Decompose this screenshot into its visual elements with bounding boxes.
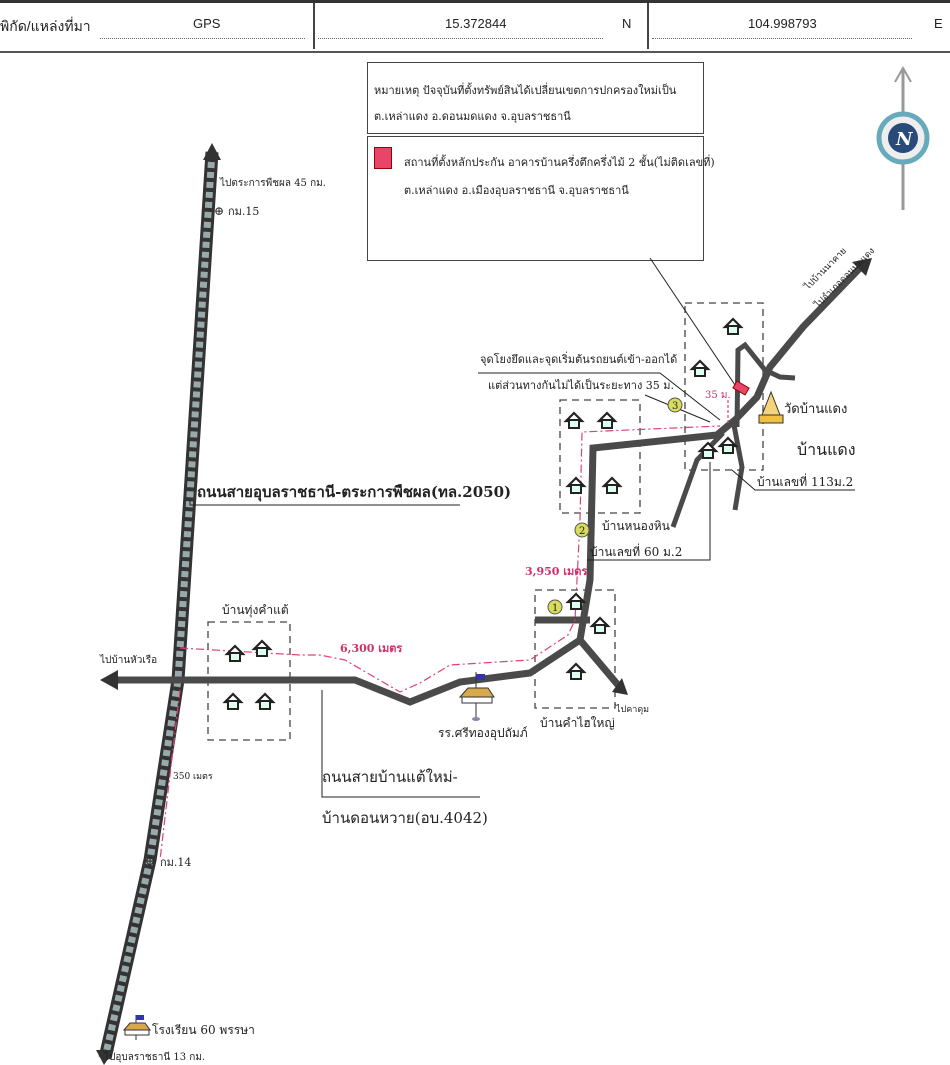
- label-access-1: จุดโยงยึดและจุดเริ่มต้นรถยนต์เข้า-ออกได้: [480, 351, 677, 366]
- houses: [223, 317, 743, 711]
- label-school-60: โรงเรียน 60 พรรษา: [152, 1023, 255, 1037]
- route-marker-1: [547, 599, 563, 615]
- label-dist-3950: 3,950 เมตร: [525, 565, 587, 578]
- label-dist-35: 35 ม.: [705, 390, 731, 401]
- house-icon: [690, 359, 710, 378]
- arrow-kadum-icon: [612, 678, 628, 695]
- label-local-road-1: ถนนสายบ้านแต้ใหม่-: [322, 768, 458, 786]
- divider: [313, 3, 315, 49]
- house-icon: [223, 692, 243, 711]
- collateral-legend-swatch: [374, 147, 392, 169]
- coordinates-label: พิกัด/แหล่งที่มา: [0, 18, 91, 34]
- label-dist-350: 350 เมตร: [173, 772, 213, 782]
- house-icon: [718, 436, 738, 455]
- route-marker-2: [574, 522, 590, 538]
- label-to-ubon: ไปอุบลราชธานี 13 กม.: [103, 1051, 205, 1063]
- label-to-trakan: ไปตระการพืชผล 45 กม.: [219, 177, 326, 189]
- label-to-kadum: ไปคาดุม: [615, 704, 649, 715]
- compass-icon: N: [876, 65, 930, 210]
- longitude-value: 104.998793: [748, 16, 817, 31]
- legend-box: สถานที่ตั้งหลักประกัน อาคารบ้านครึ่งตึกค…: [367, 136, 715, 261]
- label-school-srithong: รร.ศรีทองอุปถัมภ์: [438, 726, 528, 741]
- km-post-icon: ⊕: [214, 204, 224, 218]
- label-km14: กม.14: [160, 856, 191, 869]
- arrow-north-icon: [203, 143, 221, 160]
- label-km15: กม.15: [228, 205, 259, 218]
- dotted-line: [652, 38, 912, 39]
- label-dist-6300: 6,300 เมตร: [340, 642, 402, 655]
- compass-north-label: N: [895, 129, 914, 150]
- road-loop: [734, 341, 796, 428]
- dotted-line: [100, 38, 305, 39]
- divider: [647, 3, 649, 49]
- route-line-350: [159, 689, 181, 861]
- house-icon: [602, 476, 622, 495]
- village-box-nong-hin: [559, 399, 641, 514]
- house-icon: [566, 476, 586, 495]
- label-to-hua-ruea: ไปบ้านหัวเรือ: [99, 654, 157, 666]
- longitude-suffix: E: [934, 16, 943, 31]
- label-local-road-2: บ้านดอนหวาย(อบ.4042): [322, 809, 488, 827]
- legend-line-1: สถานที่ตั้งหลักประกัน อาคารบ้านครึ่งตึกค…: [404, 156, 715, 169]
- house-icon: [723, 317, 743, 336]
- house-icon: [566, 662, 586, 681]
- road-to-kadum: [577, 637, 621, 688]
- label-wat-ban-daeng: วัดบ้านแดง: [784, 402, 847, 417]
- arrow-west-icon: [100, 670, 118, 690]
- school-srithong-icon: [458, 672, 495, 721]
- house-icon: [255, 692, 275, 711]
- remark-line-1: หมายเหตุ ปัจจุบันที่ตั้งทรัพย์สินได้เปลี…: [374, 84, 677, 97]
- village-boundaries: [207, 302, 764, 741]
- route-marker-3-label: 3: [672, 401, 678, 412]
- coordinates-header: พิกัด/แหล่งที่มา GPS 15.372844 N 104.998…: [0, 0, 950, 53]
- label-ban-daeng: บ้านแดง: [797, 440, 856, 459]
- label-access-2: แต่ส่วนทางกันไม่ได้เป็นระยะทาง 35 ม.: [488, 378, 674, 392]
- legend-line-2: ต.เหล่าแดง อ.เมืองอุบลราชธานี จ.อุบลราชธ…: [404, 184, 629, 197]
- local-roads: [118, 265, 863, 706]
- collateral-location-marker: [732, 380, 750, 396]
- remark-line-2: ต.เหล่าแดง อ.ดอนมดแดง จ.อุบลราชธานี: [374, 110, 571, 123]
- house-icon: [566, 592, 586, 611]
- latitude-value: 15.372844: [445, 16, 507, 31]
- label-tung-kham-tae: บ้านทุ่งคำแต้: [222, 603, 289, 618]
- arrow-northeast-icon: [852, 258, 872, 276]
- route-line: [179, 425, 721, 693]
- village-box-kham-hai-yai: [534, 589, 616, 709]
- arrow-south-icon: [96, 1050, 114, 1065]
- house-icon: [597, 411, 617, 430]
- km-post-icon: ⊕: [145, 854, 155, 868]
- remark-box: หมายเหตุ ปัจจุบันที่ตั้งทรัพย์สินได้เปลี…: [367, 62, 704, 134]
- route-marker-2-label: 2: [579, 526, 585, 537]
- label-highway: ถนนสายอุบลราชธานี-ตระการพืชผล(ทล.2050): [197, 483, 511, 502]
- label-house-113: บ้านเลขที่ 113ม.2: [757, 473, 853, 489]
- label-kham-hai-yai: บ้านคำไฮใหญ่: [540, 716, 615, 730]
- house-icon: [225, 644, 245, 663]
- house-icon: [564, 411, 584, 430]
- house-icon: [590, 616, 610, 635]
- route-marker-3: [667, 397, 683, 413]
- label-house-60: บ้านเลขที่ 60 ม.2: [590, 543, 682, 559]
- source-value: GPS: [193, 16, 221, 31]
- label-nong-hin: บ้านหนองหิน: [602, 519, 670, 533]
- school-60-icon: [122, 1015, 151, 1040]
- highway-2050: [96, 143, 221, 1065]
- house-icon: [252, 639, 272, 658]
- leader-lines: [189, 257, 855, 798]
- latitude-suffix: N: [622, 16, 632, 31]
- dotted-line: [318, 38, 603, 39]
- temple-icon: [758, 390, 784, 424]
- route-marker-1-label: 1: [552, 603, 558, 614]
